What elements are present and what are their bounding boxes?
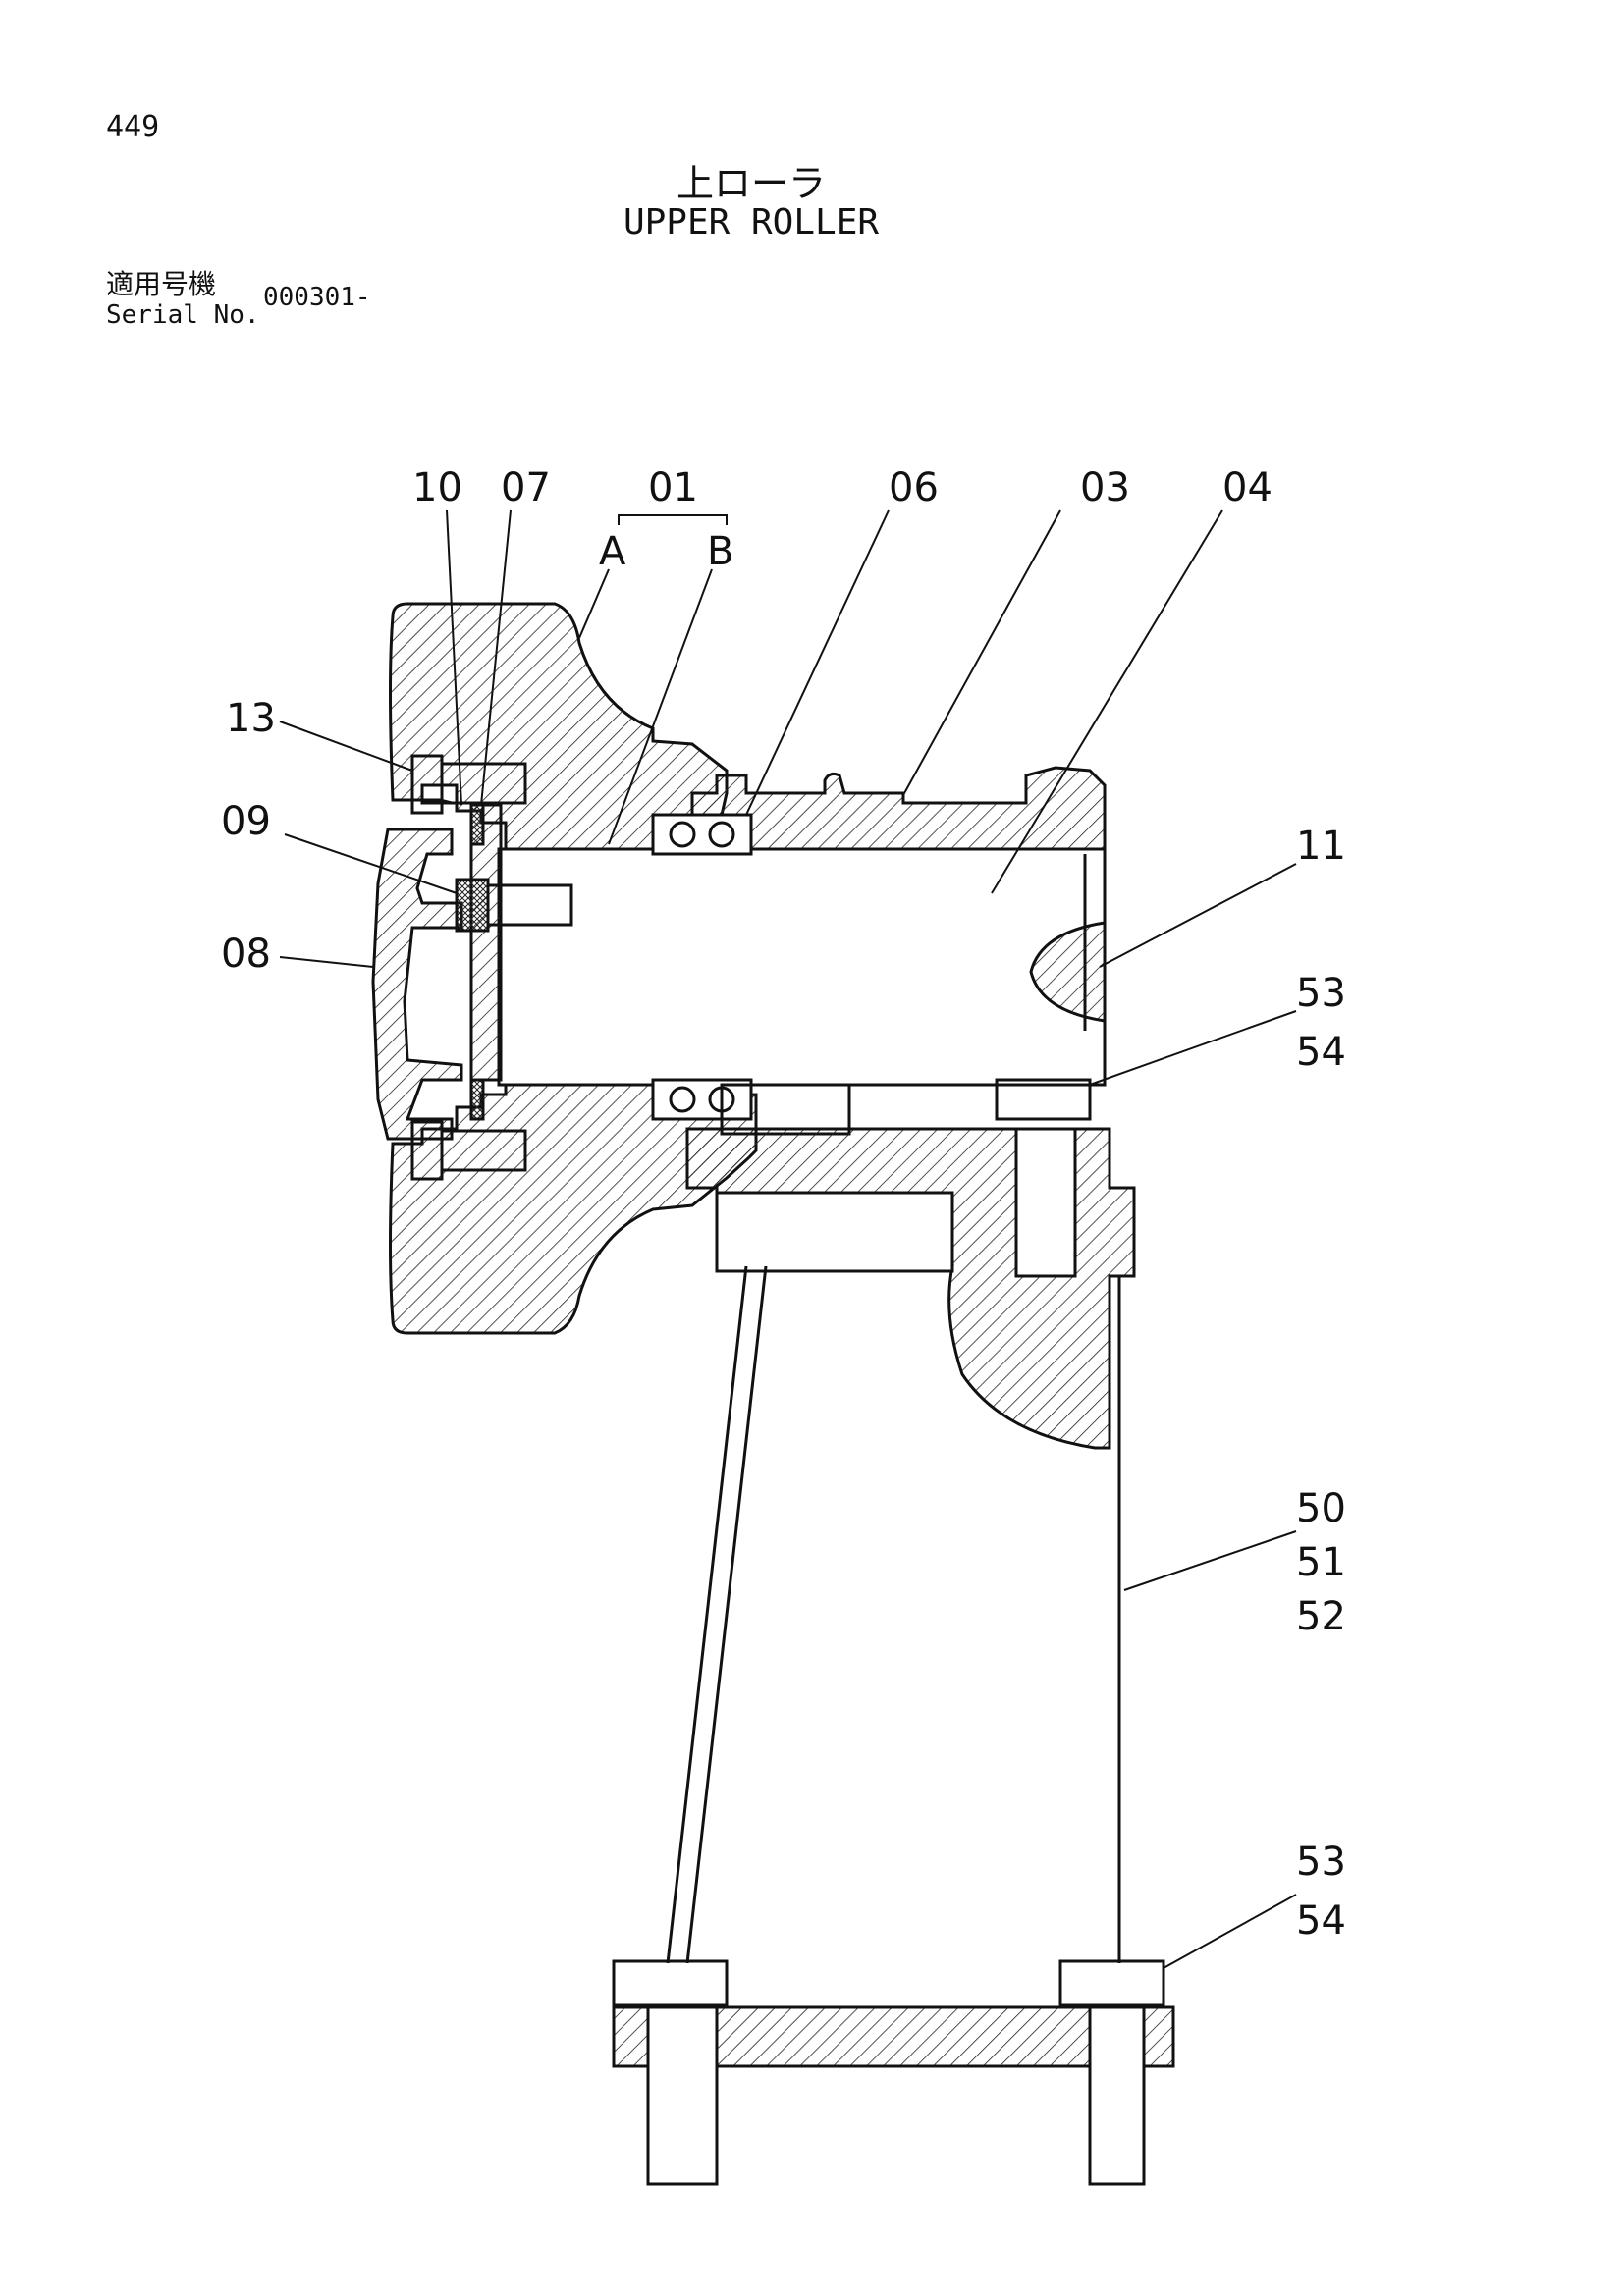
center-bolt-shank <box>486 883 573 927</box>
bolt-shank-top <box>440 762 527 805</box>
title-english: UPPER ROLLER <box>623 202 880 242</box>
callout-53-lower: 53 <box>1296 1840 1346 1885</box>
base-nut-right <box>1058 1959 1165 2007</box>
base-stud-right <box>1088 2005 1146 2186</box>
roller-assembly <box>371 602 1175 2186</box>
shaft-core <box>497 847 1107 1087</box>
base-stud-left <box>646 2005 719 2186</box>
title-japanese: 上ローラ <box>676 162 826 205</box>
callout-13: 13 <box>226 696 276 741</box>
callout-03: 03 <box>1080 465 1130 510</box>
serial-label-japanese: 適用号機 <box>106 268 217 300</box>
bracket-slot <box>715 1191 954 1273</box>
housing-upper <box>690 766 1107 851</box>
callout-08: 08 <box>221 932 271 977</box>
callout-01-a: A <box>599 529 626 574</box>
nut-right-top <box>995 1078 1092 1121</box>
base-nut-left <box>612 1959 729 2007</box>
bearing-upper <box>651 813 753 856</box>
callout-52: 52 <box>1296 1594 1346 1639</box>
page-number: 449 <box>106 110 160 144</box>
roller-body-lower <box>389 1073 758 1335</box>
bracket-bolt <box>1014 1127 1077 1278</box>
center-bolt-head <box>455 878 490 933</box>
bearing-lower <box>651 1078 753 1121</box>
callout-54-lower: 54 <box>1296 1898 1346 1944</box>
callout-09: 09 <box>221 799 271 844</box>
serial-label-english: Serial No. <box>106 300 260 330</box>
callout-10: 10 <box>412 465 462 510</box>
seal-plate <box>469 803 503 1082</box>
seal-ring-top <box>469 803 485 846</box>
serial-number-value: 000301- <box>263 283 371 312</box>
callout-07: 07 <box>501 465 551 510</box>
callout-01-b: B <box>707 529 733 574</box>
stand-leg-left-inner <box>685 1265 768 1964</box>
callout-04: 04 <box>1222 465 1272 510</box>
stand-leg-left <box>666 1265 748 1964</box>
leader-lines <box>279 509 1297 1969</box>
callout-11: 11 <box>1296 824 1346 869</box>
callout-54-upper: 54 <box>1296 1030 1346 1075</box>
bolt-shank-bottom <box>440 1129 527 1172</box>
end-cover <box>371 828 463 1141</box>
plug <box>1029 921 1106 1023</box>
callout-53-upper: 53 <box>1296 971 1346 1016</box>
callout-51: 51 <box>1296 1540 1346 1585</box>
callout-06: 06 <box>889 465 939 510</box>
callout-01: 01 <box>648 465 698 510</box>
callout-50: 50 <box>1296 1486 1346 1531</box>
seal-ring-bottom <box>469 1078 485 1121</box>
